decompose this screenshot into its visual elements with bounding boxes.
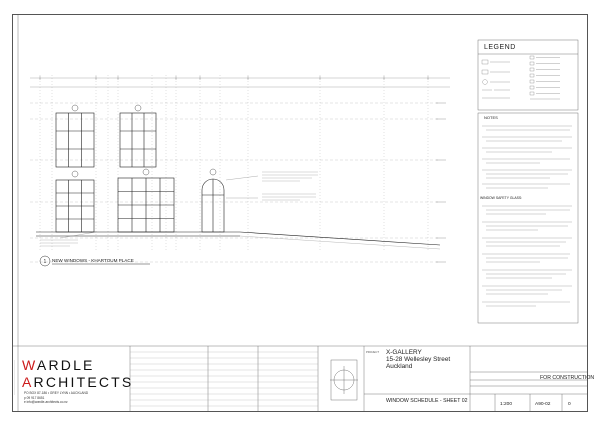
logo-word-2: RCHITECTS (33, 374, 134, 390)
notes-title: NOTES (484, 115, 498, 120)
firm-logo: WARDLE ARCHITECTS (22, 357, 133, 391)
contact-line: p 09 917 8651 (24, 395, 45, 400)
firm-contact: PO BOX 87-186 • GREY LYNN • AUCKLAND p 0… (24, 391, 88, 405)
project-city: Auckland (386, 363, 413, 370)
project-name: X-GALLERY (386, 349, 422, 356)
logo-initial-a: A (22, 374, 34, 390)
sheet-scale: 1:200 (500, 402, 513, 407)
view-title: NEW WINDOWS - KHARTOUM PLACE (52, 258, 134, 263)
drawing-number: A90-02 (535, 402, 551, 407)
legend-title: LEGEND (484, 44, 516, 51)
contact-line: PO BOX 87-186 • GREY LYNN • AUCKLAND (24, 391, 89, 395)
svg-text:1: 1 (44, 259, 47, 265)
sheet-border (12, 14, 588, 412)
project-street: 15-28 Wellesley Street (386, 356, 451, 363)
revision-number: 0 (568, 402, 571, 407)
logo-initial-w: W (22, 357, 37, 373)
project-address: X-GALLERY 15-28 Wellesley Street Aucklan… (386, 349, 450, 370)
contact-line: e info@wardle-architects.co.nz (24, 400, 68, 405)
sheet-title: WINDOW SCHEDULE - SHEET 02 (386, 398, 468, 404)
logo-word-1: ARDLE (36, 357, 95, 373)
sheet-status: FOR CONSTRUCTION (540, 375, 595, 381)
project-label: PROJECT (366, 350, 380, 354)
window-safety-title: WINDOW SAFETY GLASS: (480, 196, 523, 200)
